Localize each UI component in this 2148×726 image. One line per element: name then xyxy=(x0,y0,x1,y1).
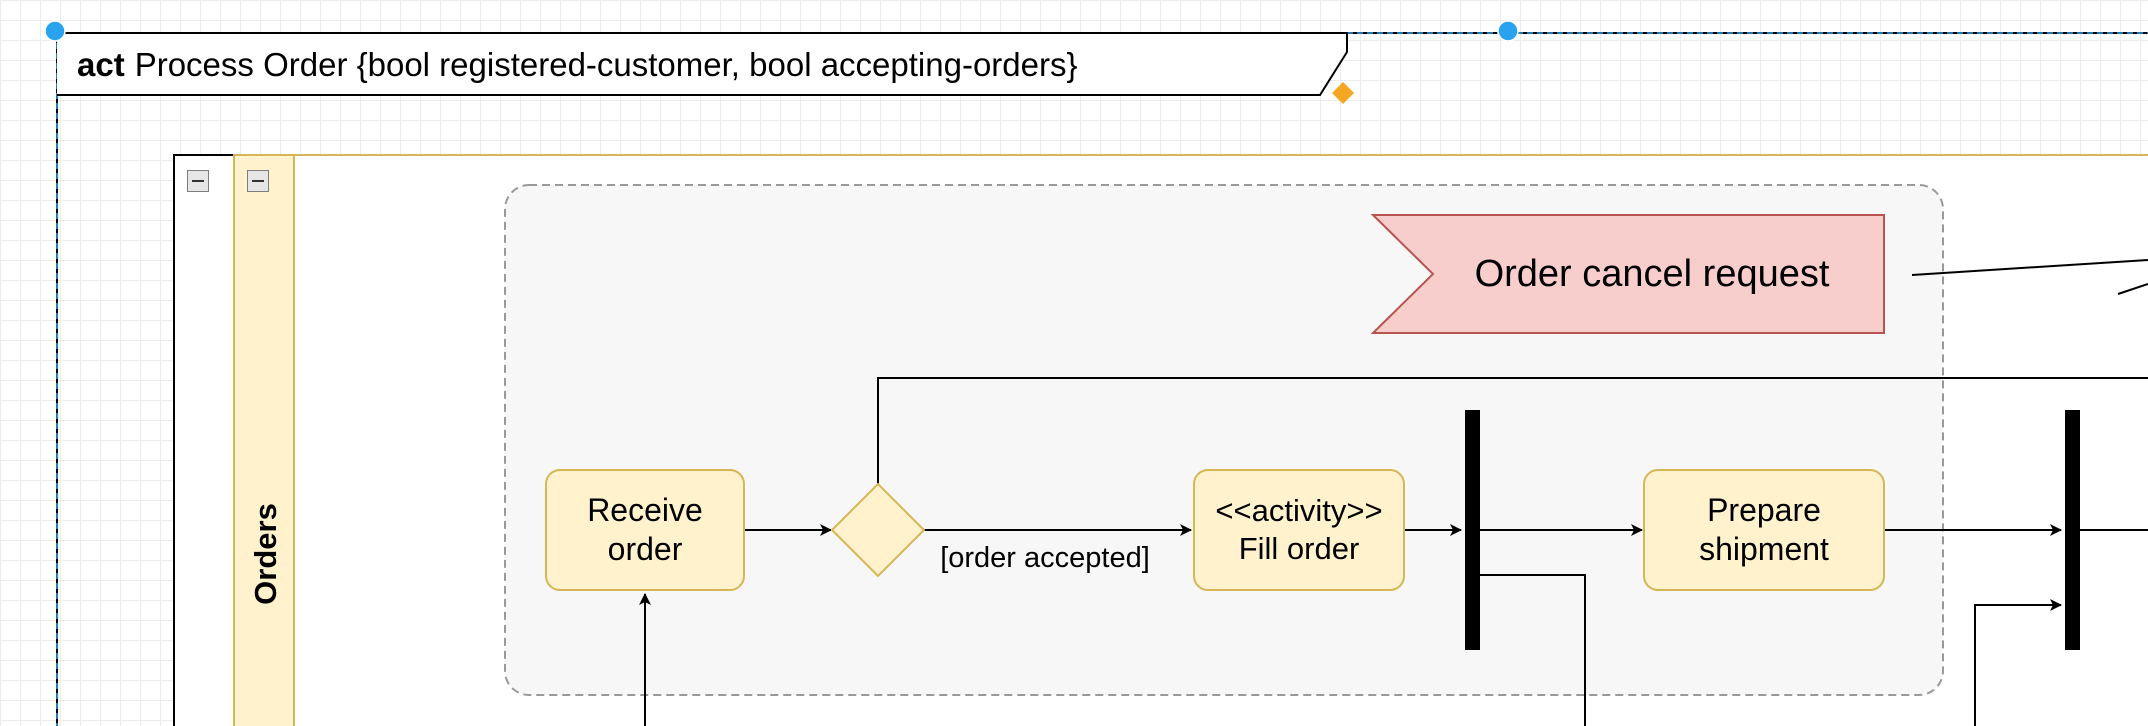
edge-cancel-outgoing[interactable] xyxy=(1911,259,2148,276)
decision-node[interactable] xyxy=(830,482,926,578)
edge-decision-rejected[interactable] xyxy=(877,377,2148,484)
edge-label-order-accepted: [order accepted] xyxy=(940,542,1150,575)
fill-order-label: <<activity>> Fill order xyxy=(1215,493,1383,566)
prepare-shipment-label: Prepare shipment xyxy=(1699,491,1829,567)
edge-cancel-arrowhead-stub xyxy=(2117,283,2148,295)
lane-header-orders[interactable] xyxy=(233,154,295,726)
frame-title-text: Process Order {bool registered-customer,… xyxy=(134,46,1078,83)
order-cancel-request-signal[interactable] xyxy=(1370,214,1885,334)
fork-bar[interactable] xyxy=(1465,410,1480,650)
lane-label-orders: Orders xyxy=(236,474,296,634)
edge-fork-down[interactable] xyxy=(1480,574,1586,726)
receive-order-label: Receive order xyxy=(587,491,703,567)
lane-label-text: Orders xyxy=(248,503,284,605)
edge-up-to-join[interactable] xyxy=(1974,599,2062,726)
order-cancel-request-label: Order cancel request xyxy=(1474,252,1830,295)
fill-order-action[interactable] xyxy=(1193,469,1405,591)
receive-order-action[interactable] xyxy=(545,469,745,591)
resize-handle-orange[interactable] xyxy=(1332,82,1354,104)
join-bar[interactable] xyxy=(2065,410,2080,650)
selection-handle-middle[interactable] xyxy=(1497,20,1519,42)
frame-title-tab[interactable] xyxy=(57,32,1348,96)
collapse-pool-button[interactable] xyxy=(187,170,209,192)
selection-handle-left[interactable] xyxy=(44,20,66,42)
frame-keyword: act xyxy=(77,46,125,83)
prepare-shipment-action[interactable] xyxy=(1643,469,1885,591)
collapse-lane-button[interactable] xyxy=(247,170,269,192)
